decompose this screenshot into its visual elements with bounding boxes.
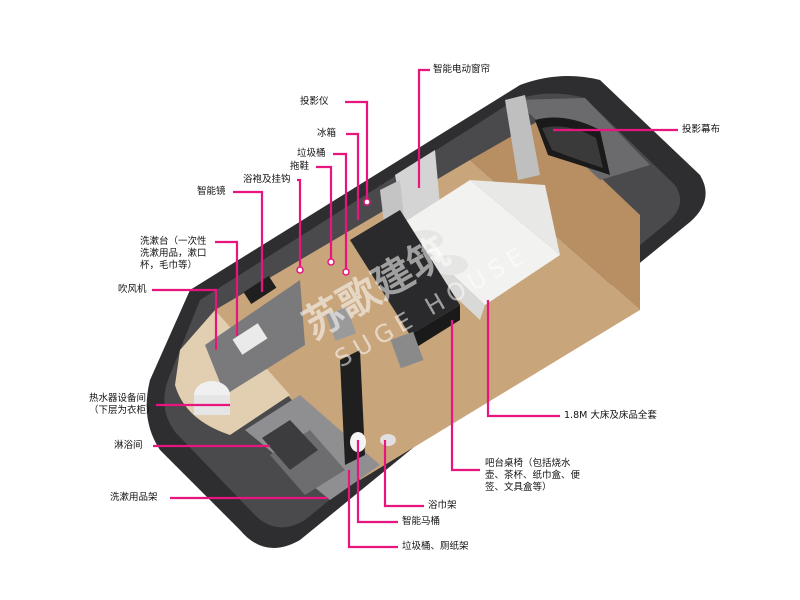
leader-smart-mirror [233,190,264,292]
leader-towel-rack [383,440,424,508]
leader-trash-paper [347,470,398,549]
label-trash-paper: 垃圾桶、厕纸架 [402,541,469,552]
vanity-area [205,275,305,395]
leader-washbasin [215,240,239,336]
bar-counter [350,210,460,350]
label-smart-toilet: 智能马桶 [402,516,441,527]
label-projector: 投影仪 [300,96,329,107]
label-towel-rack: 浴巾架 [428,500,457,511]
label-bed: 1.8M 大床及床品全套 [564,410,657,421]
label-robe-hook: 浴袍及挂钩 [243,174,291,185]
leader-bar-table [450,320,480,472]
label-screen: 投影幕布 [682,124,721,135]
label-trash-bin: 垃圾桶 [297,148,326,159]
label-slippers: 拖鞋 [290,161,310,172]
leader-bed [486,300,560,418]
projection-screen [535,117,610,175]
label-washbasin: 洗漱台（一次性洗漱用品，漱口杯，毛巾等） [140,236,207,271]
water-heater [194,381,230,415]
leader-projector [345,100,369,200]
leader-smart-toilet [356,440,398,524]
leader-lines [152,68,678,549]
leader-curtain [417,68,430,188]
leader-trash-bin [333,152,348,272]
label-hair-dryer: 吹风机 [118,284,147,295]
label-bar-table: 吧台桌椅（包括烧水壶、茶杯、纸巾盒、便签、文具盒等） [485,458,581,493]
leader-robe-hook [297,178,302,270]
label-shower: 淋浴间 [114,440,143,451]
label-smart-mirror: 智能镜 [197,186,226,197]
label-curtain: 智能电动窗帘 [433,64,491,75]
shower-grate [262,420,318,470]
label-toiletry-rack: 洗漱用品架 [110,492,158,503]
leader-dots [296,198,371,276]
leader-fridge [346,132,360,220]
chairs [325,307,424,369]
leader-hair-dryer [152,288,218,350]
label-water-heater: 热水器设备间（下层为衣柜） [89,393,156,416]
leader-slippers [316,165,333,262]
label-fridge: 冰箱 [317,128,337,139]
